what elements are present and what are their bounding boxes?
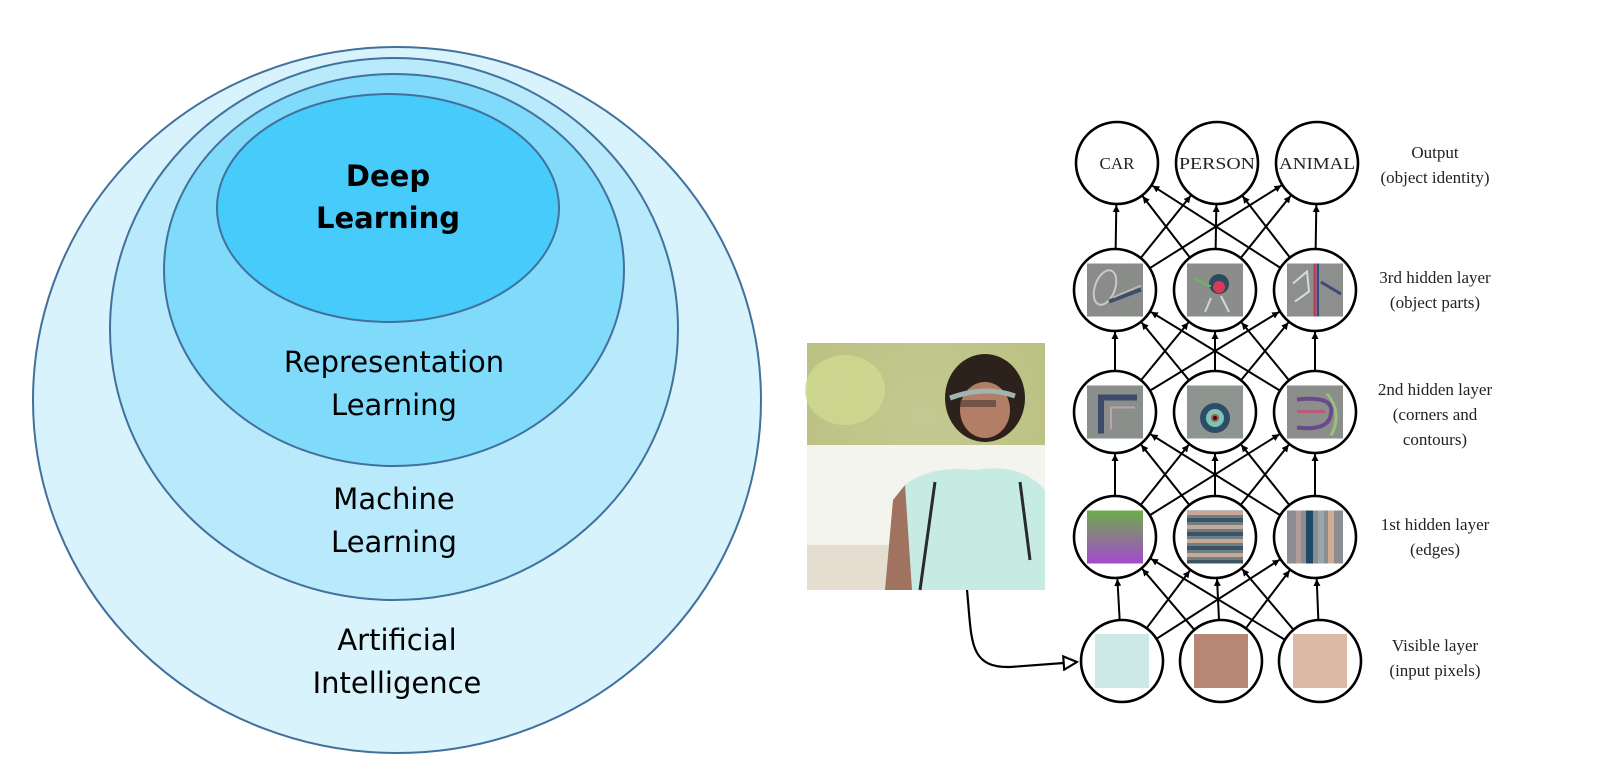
edge-hidden3-0-to-output-0: [1112, 204, 1120, 250]
edge-hidden3-2-to-output-1: [1241, 195, 1291, 259]
node-hidden2-2: [1272, 369, 1358, 455]
layer-label-output: Output: [1411, 143, 1459, 162]
layer-label-hidden1: 1st hidden layer: [1381, 515, 1490, 534]
node-hidden2-0: [1072, 369, 1158, 455]
node-output-2: ANIMAL: [1274, 120, 1360, 206]
layer-label-hidden2: (corners and: [1393, 405, 1478, 424]
feature-gradient-edge: [1087, 510, 1143, 564]
feature-corner: [1087, 385, 1143, 439]
edge-visible-1-to-hidden1-0: [1141, 568, 1196, 631]
edge-hidden3-2-to-output-2: [1312, 204, 1320, 250]
input-pixel-swatch: [1095, 634, 1149, 688]
venn-label-rl: Representation: [284, 345, 504, 379]
node-label: ANIMAL: [1279, 154, 1355, 173]
node-visible-0: [1079, 618, 1165, 704]
venn-label-ai: Artificial: [337, 623, 456, 657]
venn-label-ml: Learning: [331, 525, 457, 559]
feature-horizontal-edges: [1187, 510, 1243, 564]
feature-curve-contour: [1287, 385, 1343, 439]
venn-set-dl: [216, 93, 560, 323]
edge-hidden3-1-to-output-0: [1141, 195, 1191, 259]
layer-label-output: (object identity): [1380, 168, 1489, 187]
input-arrow: [965, 589, 1077, 667]
layer-label-visible: Visible layer: [1392, 636, 1479, 655]
layer-label-hidden2: contours): [1403, 430, 1467, 449]
node-hidden3-2: [1272, 247, 1358, 333]
edge-hidden1-2-to-hidden2-1: [1240, 444, 1291, 506]
node-visible-2: [1277, 618, 1363, 704]
input-pixel-swatch: [1293, 634, 1347, 688]
venn-label-dl: Learning: [316, 201, 460, 235]
node-visible-1: [1178, 618, 1264, 704]
node-hidden1-2: [1272, 494, 1358, 580]
node-hidden3-0: [1072, 247, 1158, 333]
edge-hidden1-1-to-hidden2-0: [1140, 444, 1191, 506]
feature-circle-contour: [1187, 385, 1243, 439]
edge-hidden2-2-to-hidden3-0: [1150, 311, 1281, 392]
ai-venn-diagram: ArtificialIntelligenceMachineLearningRep…: [32, 46, 762, 754]
edge-hidden2-2-to-hidden3-1: [1240, 321, 1290, 381]
feature-car-part: [1087, 263, 1143, 317]
feature-person-face: [1187, 263, 1243, 317]
edge-visible-2-to-hidden1-0: [1150, 557, 1286, 641]
node-output-1: PERSON: [1174, 120, 1260, 206]
edge-hidden1-2-to-hidden2-0: [1150, 433, 1281, 517]
layer-label-hidden3: 3rd hidden layer: [1379, 268, 1491, 287]
layer-label-hidden2: 2nd hidden layer: [1378, 380, 1493, 399]
layer-label-hidden1: (edges): [1410, 540, 1460, 559]
node-hidden1-1: [1172, 494, 1258, 580]
input-pixel-swatch: [1194, 634, 1248, 688]
edge-visible-0-to-hidden1-0: [1114, 578, 1122, 621]
node-hidden3-1: [1172, 247, 1258, 333]
edge-visible-2-to-hidden1-2: [1313, 578, 1321, 621]
layer-label-visible: (input pixels): [1389, 661, 1480, 680]
feature-vertical-edges: [1287, 510, 1343, 564]
venn-label-dl: Deep: [346, 159, 430, 193]
node-label: CAR: [1100, 154, 1136, 173]
node-hidden1-0: [1072, 494, 1158, 580]
node-label: PERSON: [1179, 154, 1255, 173]
input-photo: [805, 343, 1045, 591]
venn-label-ai: Intelligence: [313, 666, 482, 700]
node-output-0: CAR: [1074, 120, 1160, 206]
venn-label-rl: Learning: [331, 388, 457, 422]
deep-network-diagram: CAR PERSON ANIMAL Output (object identity) 3…: [805, 120, 1493, 704]
edge-hidden2-1-to-hidden3-0: [1140, 321, 1190, 381]
venn-label-ml: Machine: [333, 482, 454, 516]
node-hidden2-1: [1172, 369, 1258, 455]
layer-label-hidden3: (object parts): [1390, 293, 1480, 312]
feature-animal-part: [1287, 263, 1343, 317]
edge-hidden3-2-to-output-0: [1151, 184, 1282, 269]
edge-visible-2-to-hidden1-1: [1241, 568, 1295, 631]
venn-ellipse-dl: [216, 93, 560, 323]
